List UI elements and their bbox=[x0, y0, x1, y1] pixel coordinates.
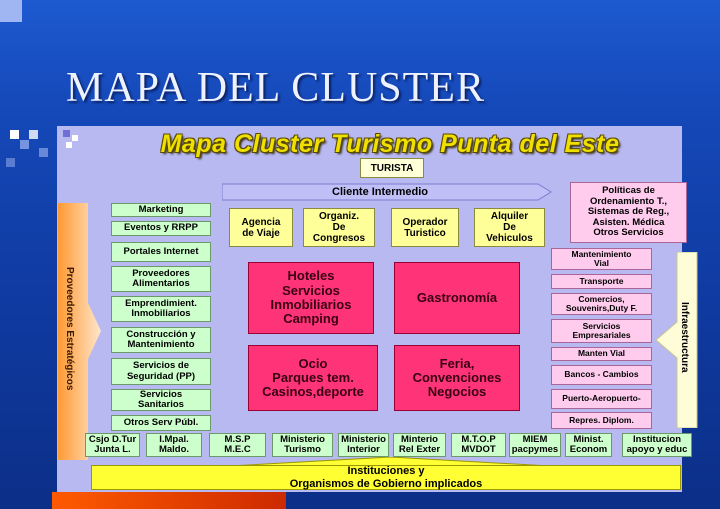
decor-square bbox=[6, 158, 15, 167]
slide-title: MAPA DEL CLUSTER bbox=[66, 65, 485, 111]
representaciones-diplomaticas-box: Repres. Diplom. bbox=[551, 412, 652, 429]
organizador-congresos-box: Organiz. De Congresos bbox=[303, 208, 375, 247]
agencia-viaje-box: Agencia de Viaje bbox=[229, 208, 293, 247]
ocio-box: Ocio Parques tem. Casinos,deporte bbox=[248, 345, 378, 411]
mantenimiento-vial-box: Mantenimiento Vial bbox=[551, 248, 652, 270]
infraestructura-label: Infraestructura bbox=[679, 302, 690, 373]
intendencia-maldonado-box: I.Mpal. Maldo. bbox=[146, 433, 202, 457]
ministerio-turismo-box: Ministerio Turismo bbox=[272, 433, 333, 457]
ministerio-relaciones-exteriores-box: Minterio Rel Exter bbox=[393, 433, 446, 457]
diagram-title: Mapa Cluster Turismo Punta del Este bbox=[160, 130, 620, 158]
instituciones-bar: Instituciones y Organismos de Gobierno i… bbox=[91, 465, 681, 490]
bottom-accent-bar bbox=[52, 492, 286, 509]
decor-square bbox=[20, 140, 29, 149]
portales-internet-box: Portales Internet bbox=[111, 242, 211, 262]
institucion-apoyo-box: Institucion apoyo y educ bbox=[622, 433, 692, 457]
hoteles-box: Hoteles Servicios Inmobiliarios Camping bbox=[248, 262, 374, 334]
feria-box: Feria, Convenciones Negocios bbox=[394, 345, 520, 411]
politicas-box: Políticas de Ordenamiento T., Sistemas d… bbox=[570, 182, 687, 243]
comercios-box: Comercios, Souvenirs,Duty F. bbox=[551, 293, 652, 315]
decor-square bbox=[29, 130, 38, 139]
gastronomia-box: Gastronomía bbox=[394, 262, 520, 334]
emprendimientos-inmobiliarios-box: Emprendimient. Inmobiliarios bbox=[111, 296, 211, 322]
servicios-sanitarios-box: Servicios Sanitarios bbox=[111, 389, 211, 411]
transporte-box: Transporte bbox=[551, 274, 652, 289]
decor-square bbox=[10, 130, 19, 139]
miem-pacpymes-box: MIEM pacpymes bbox=[509, 433, 561, 457]
msp-mec-box: M.S.P M.E.C bbox=[209, 433, 266, 457]
proveedores-alimentarios-box: Proveedores Alimentarios bbox=[111, 266, 211, 292]
otros-servicios-publicos-box: Otros Serv Públ. bbox=[111, 415, 211, 431]
marketing-box: Marketing bbox=[111, 203, 211, 217]
decor-square bbox=[39, 148, 48, 157]
eventos-rrpp-box: Eventos y RRPP bbox=[111, 221, 211, 236]
servicios-empresariales-box: Servicios Empresariales bbox=[551, 319, 652, 343]
proveedores-label: Proveedores Estratégicos bbox=[64, 267, 75, 391]
proveedores-arrow: Proveedores Estratégicos bbox=[58, 203, 102, 460]
panel-corner-squares bbox=[63, 130, 83, 152]
manten-vial-box: Manten Vial bbox=[551, 347, 652, 361]
cliente-intermedio-arrow: Cliente Intermedio bbox=[222, 183, 552, 201]
turista-box: TURISTA bbox=[360, 158, 424, 178]
infraestructura-arrow: Infraestructura bbox=[655, 252, 698, 428]
ministerio-interior-box: Ministerio Interior bbox=[338, 433, 389, 457]
construccion-mantenimiento-box: Construcción y Mantenimiento bbox=[111, 327, 211, 353]
bancos-cambios-box: Bancos - Cambios bbox=[551, 365, 652, 385]
ministerio-economia-box: Minist. Econom bbox=[565, 433, 612, 457]
puerto-aeropuerto-box: Puerto-Aeropuerto- bbox=[551, 389, 652, 409]
consejo-turismo-box: Csjo D.Tur Junta L. bbox=[85, 433, 140, 457]
operador-turistico-box: Operador Turistico bbox=[391, 208, 459, 247]
alquiler-vehiculos-box: Alquiler De Vehiculos bbox=[474, 208, 545, 247]
cliente-intermedio-label: Cliente Intermedio bbox=[332, 185, 428, 198]
servicios-seguridad-box: Servicios de Seguridad (PP) bbox=[111, 358, 211, 385]
decor-square bbox=[0, 0, 22, 22]
mtop-mvdot-box: M.T.O.P MVDOT bbox=[451, 433, 506, 457]
